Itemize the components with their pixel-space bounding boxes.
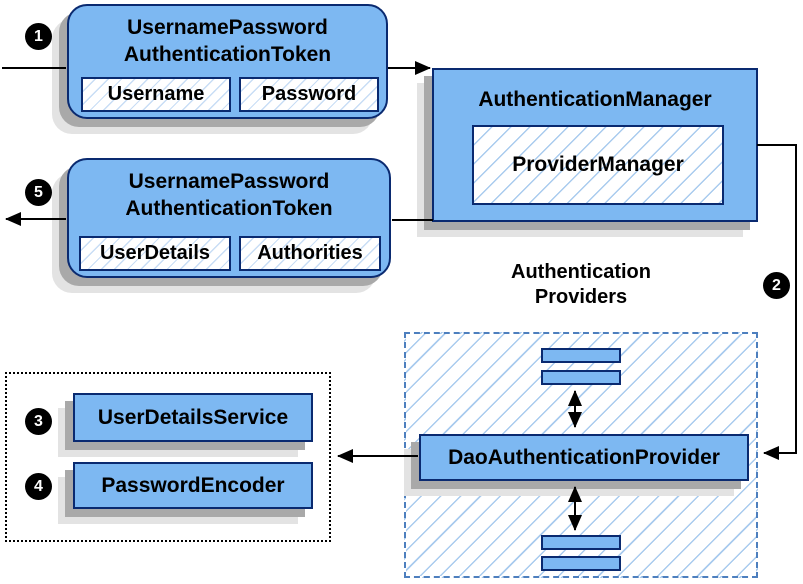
step-1-badge: 1	[25, 23, 52, 50]
userdetails-field: UserDetails	[79, 236, 231, 271]
step-3-badge: 3	[25, 408, 52, 435]
result-token-title: UsernamePassword AuthenticationToken	[69, 160, 389, 222]
result-token-box: UsernamePassword AuthenticationToken Use…	[67, 158, 391, 278]
provider-manager-box: ProviderManager	[472, 125, 724, 205]
request-token-title: UsernamePassword AuthenticationToken	[69, 6, 386, 68]
authorities-field: Authorities	[239, 236, 381, 271]
step-5-badge: 5	[25, 179, 52, 206]
provider-slot-bar-bottom-1	[541, 535, 621, 550]
result-token-title-line2: AuthenticationToken	[125, 197, 333, 220]
password-field: Password	[239, 77, 379, 112]
username-field: Username	[81, 77, 231, 112]
authentication-providers-label: Authentication Providers	[404, 260, 758, 310]
request-token-title-line1: UsernamePassword	[127, 16, 328, 39]
step-4-badge: 4	[25, 473, 52, 500]
provider-slot-bar-top-1	[541, 348, 621, 363]
request-token-title-line2: AuthenticationToken	[123, 43, 332, 66]
provider-slot-bar-top-2	[541, 370, 621, 385]
user-details-service-box: UserDetailsService	[73, 393, 313, 442]
result-token-title-line1: UsernamePassword	[128, 170, 330, 193]
authentication-manager-box: AuthenticationManager ProviderManager	[432, 68, 758, 222]
dao-authentication-provider-box: DaoAuthenticationProvider	[419, 434, 749, 481]
provider-slot-bar-bottom-2	[541, 556, 621, 571]
authentication-manager-title: AuthenticationManager	[478, 88, 712, 111]
step-2-badge: 2	[763, 272, 790, 299]
authentication-providers-label-line2: Providers	[534, 286, 628, 308]
request-token-box: UsernamePassword AuthenticationToken Use…	[67, 4, 388, 119]
password-encoder-box: PasswordEncoder	[73, 462, 313, 509]
authentication-providers-label-line1: Authentication	[511, 261, 651, 283]
arrow-authentication-manager-to-dao-provider	[757, 144, 797, 460]
